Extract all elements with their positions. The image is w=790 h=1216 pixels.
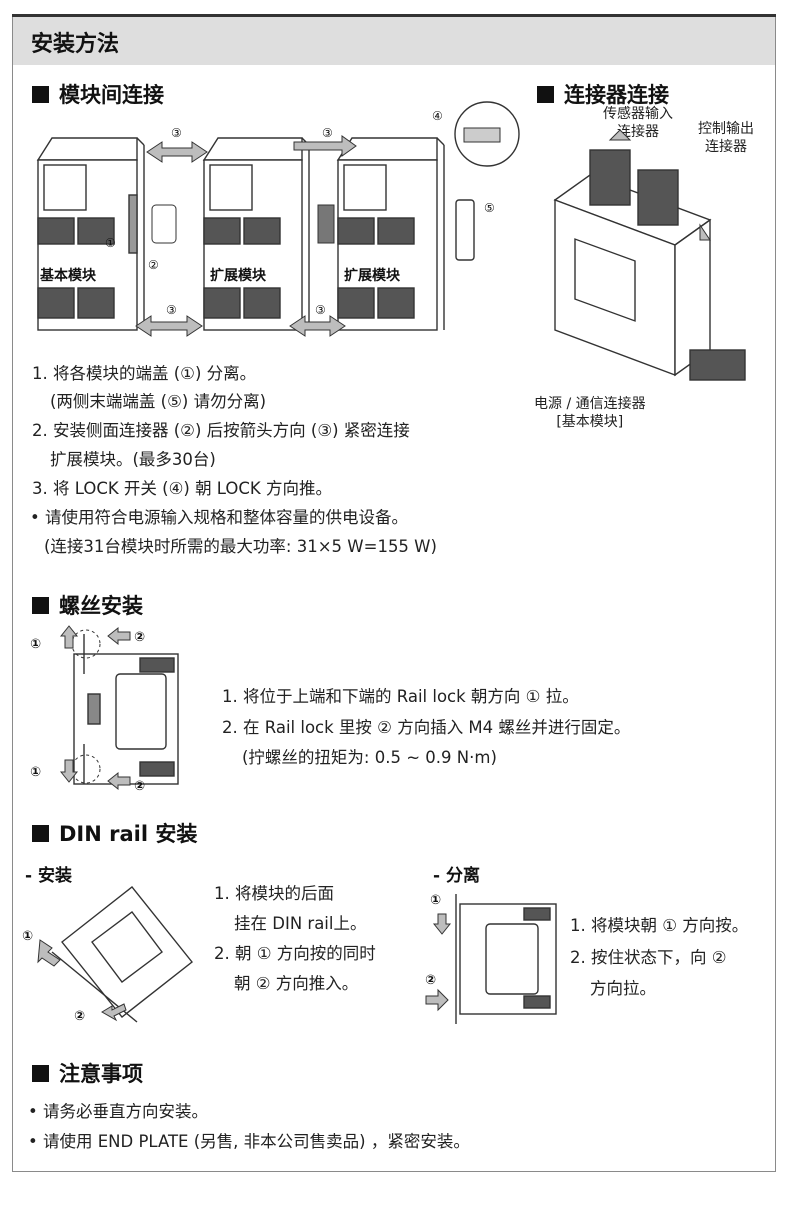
extension-module-label-2: 扩展模块 (344, 267, 401, 284)
callout-3-bottom-2: ③ (315, 303, 326, 317)
square-bullet-icon (32, 596, 49, 614)
din-install-callout-1: ① (22, 929, 33, 944)
sensor-connector-label: 传感器输入 连接器 (603, 106, 673, 140)
module-power-note: • 请使用符合电源输入规格和整体容量的供电设备。 (30, 508, 408, 527)
square-bullet-icon (32, 824, 49, 842)
callout-4: ④ (432, 109, 443, 123)
screw-callout-2-top: ② (134, 630, 145, 645)
module-step-1: 1. 将各模块的端盖 (①) 分离。 (32, 364, 257, 383)
module-step-2: 2. 安装侧面连接器 (②) 后按箭头方向 (③) 紧密连接 (32, 421, 410, 440)
power-connector-label: 电源 / 通信连接器 [基本模块] (534, 396, 646, 430)
side-connector-icon (151, 204, 177, 244)
power-connector-icon (689, 349, 746, 381)
module-connection-diagram: 基本模块 扩展模块 扩展模块 ③ ③ ① ② ③ ③ ④ ⑤ (36, 101, 520, 337)
control-connector-icon (637, 169, 679, 226)
square-bullet-icon (537, 85, 554, 103)
top-rule (12, 14, 776, 17)
control-connector-label: 控制输出 连接器 (698, 121, 754, 155)
din-remove-step-2: 2. 按住状态下，向 ② (570, 948, 727, 967)
square-bullet-icon (32, 1064, 49, 1082)
callout-2: ② (148, 258, 159, 272)
din-install-step-1-cont: 挂在 DIN rail上。 (234, 914, 367, 933)
din-install-title: - 安装 (25, 866, 72, 886)
extension-module-label-1: 扩展模块 (210, 267, 267, 284)
screw-callout-1-bottom: ① (30, 765, 41, 780)
callout-3-bottom: ③ (166, 303, 177, 317)
basic-module-label: 基本模块 (40, 267, 97, 284)
note-end-plate: • 请使用 END PLATE (另售, 非本公司售卖品) ，紧密安装。 (28, 1132, 470, 1151)
callout-3-top-2: ③ (322, 126, 333, 140)
title-bar: 安装方法 (13, 17, 775, 65)
callout-5: ⑤ (484, 201, 495, 215)
extension-module-1-illustration (202, 137, 310, 331)
din-install-step-2: 2. 朝 ① 方向按的同时 (214, 944, 376, 963)
module-step-2-cont: 扩展模块。(最多30台) (50, 450, 216, 469)
callout-1: ① (105, 236, 116, 250)
section-module-connect: 模块间连接 (32, 79, 164, 109)
extension-module-2-illustration (336, 137, 445, 331)
din-install-step-1: 1. 将模块的后面 (214, 884, 334, 903)
din-remove-callout-1: ① (430, 893, 441, 908)
page-title: 安装方法 (31, 32, 120, 57)
connector-diagram (553, 129, 746, 381)
module-step-3: 3. 将 LOCK 开关 (④) 朝 LOCK 方向推。 (32, 479, 332, 498)
din-remove-step-1: 1. 将模块朝 ① 方向按。 (570, 916, 749, 935)
connect-arrow-icons (135, 135, 357, 337)
callout-3-top: ③ (171, 126, 182, 140)
din-install-diagram: ① ② (22, 886, 193, 1024)
screw-torque-note: (拧螺丝的扭矩为: 0.5 ~ 0.9 N·m) (242, 748, 497, 767)
din-remove-title: - 分离 (433, 866, 480, 886)
din-remove-step-2-cont: 方向拉。 (590, 979, 656, 998)
note-vertical-install: • 请务必垂直方向安装。 (28, 1102, 208, 1121)
din-install-callout-2: ② (74, 1009, 85, 1024)
end-cover-icon (455, 199, 475, 261)
section-notes: 注意事项 (32, 1058, 143, 1088)
din-remove-diagram: ① ② (425, 893, 557, 1024)
screw-step-1: 1. 将位于上端和下端的 Rail lock 朝方向 ① 拉。 (222, 687, 579, 706)
section-screw-install: 螺丝安装 (32, 590, 143, 620)
din-install-step-2-cont: 朝 ② 方向推入。 (234, 974, 359, 993)
section-din-install: DIN rail 安装 (32, 818, 197, 848)
direction-arrow-icons (59, 625, 131, 791)
section-connector-connect: 连接器连接 (537, 79, 669, 109)
screw-callout-1-top: ① (30, 637, 41, 652)
basic-module-illustration (36, 137, 145, 331)
square-bullet-icon (32, 85, 49, 103)
screw-callout-2-bottom: ② (134, 779, 145, 794)
module-step-1-note: (两侧末端端盖 (⑤) 请勿分离) (50, 392, 267, 411)
din-remove-callout-2: ② (425, 973, 436, 988)
screw-step-2: 2. 在 Rail lock 里按 ② 方向插入 M4 螺丝并进行固定。 (222, 718, 631, 737)
screw-install-diagram: ① ② ① ② (30, 625, 179, 794)
module-power-calc: (连接31台模块时所需的最大功率: 31×5 W=155 W) (44, 537, 437, 556)
sensor-connector-icon (589, 149, 631, 206)
